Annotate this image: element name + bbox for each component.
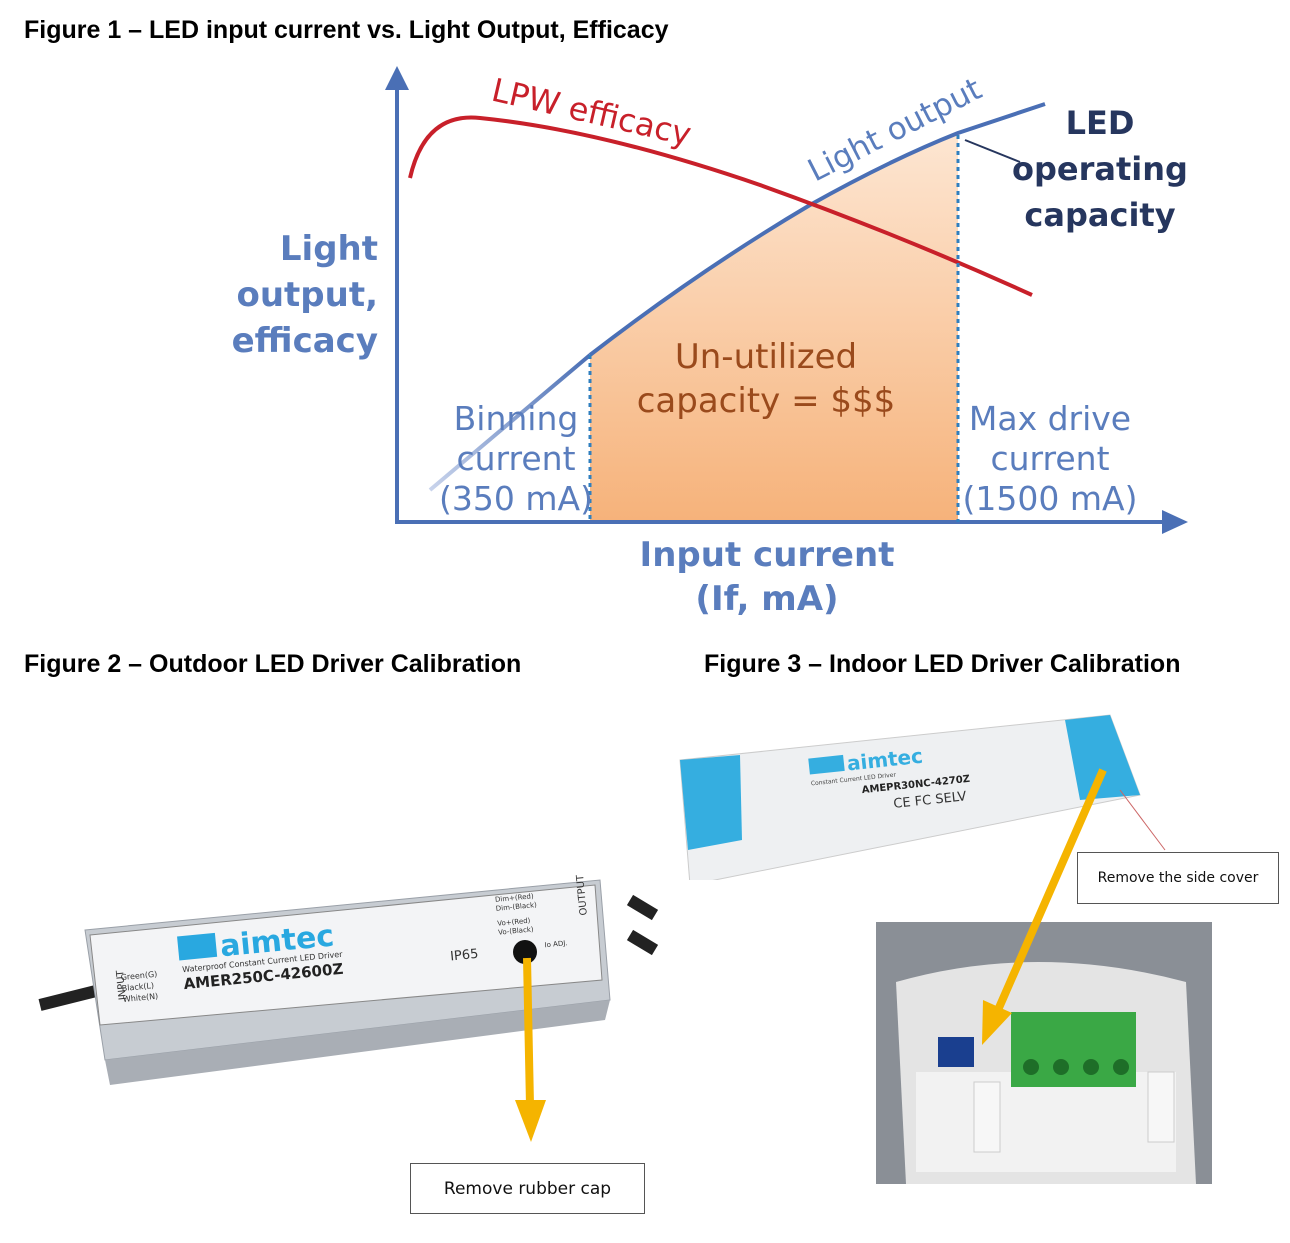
vo-minus: Vo-(Black)	[498, 925, 534, 936]
y-label-line3: efficacy	[232, 321, 378, 361]
binning-line1: Binning	[454, 399, 579, 438]
cable-left	[38, 894, 659, 1011]
y-axis-arrow	[385, 66, 409, 90]
vo-plus: Vo+(Red)	[497, 917, 531, 928]
wire-green: Green(G)	[120, 970, 157, 982]
max-drive-line3: (1500 mA)	[963, 479, 1138, 518]
input-label: INPUT	[115, 969, 129, 1001]
output-label: OUTPUT	[575, 873, 590, 916]
wire-white: White(N)	[122, 992, 158, 1004]
binning-line3: (350 mA)	[439, 479, 593, 518]
figure2-title: Figure 2 – Outdoor LED Driver Calibratio…	[24, 650, 522, 678]
ip-rating: IP65	[450, 947, 480, 965]
figure1-diagram: LPW efficacy Light output LED operating …	[232, 66, 1188, 619]
x-axis-arrow	[1162, 510, 1188, 534]
binning-line2: current	[456, 439, 575, 478]
y-label-line1: Light	[280, 229, 378, 269]
efficacy-curve	[408, 115, 1033, 297]
wire-black: Black(L)	[121, 981, 154, 993]
rubber-cap	[513, 940, 537, 964]
operating-capacity-line1: LED	[1066, 104, 1135, 142]
unutilized-line1: Un-utilized	[675, 337, 857, 377]
light-output-curve-low	[428, 353, 592, 492]
outdoor-driver-photo: aimtec Waterproof Constant Current LED D…	[38, 873, 659, 1085]
light-output-curve	[588, 102, 1046, 357]
io-adj-label: Io ADJ.	[544, 939, 568, 949]
unutilized-line2: capacity = $$$	[637, 381, 896, 421]
x-label-line2: (If, mA)	[695, 579, 838, 619]
indoor-driver-photo: aimtec Constant Current LED Driver AMEPR…	[679, 714, 1141, 880]
driver-inside-photo	[876, 922, 1212, 1184]
potentiometer	[938, 1037, 974, 1067]
max-drive-line2: current	[990, 439, 1109, 478]
side-cover-callout: Remove the side cover	[1077, 852, 1279, 904]
operating-capacity-pointer	[964, 139, 1021, 163]
dim-minus: Dim-(Black)	[495, 901, 537, 913]
y-label-line2: output,	[236, 275, 378, 315]
figure3-title: Figure 3 – Indoor LED Driver Calibration	[704, 650, 1181, 678]
x-label-line1: Input current	[640, 535, 895, 575]
figure1-title: Figure 1 – LED input current vs. Light O…	[24, 16, 669, 44]
efficacy-label: LPW efficacy	[488, 71, 695, 154]
unutilized-capacity-area	[590, 133, 958, 522]
terminal-block	[1011, 1012, 1136, 1087]
operating-capacity-line2: operating	[1012, 150, 1188, 188]
operating-capacity-line3: capacity	[1024, 196, 1175, 234]
dim-plus: Dim+(Red)	[495, 892, 535, 904]
max-drive-line1: Max drive	[969, 399, 1131, 438]
side-cover-left	[680, 755, 742, 850]
driver-label-plate	[89, 884, 603, 1026]
rubber-cap-callout: Remove rubber cap	[410, 1163, 645, 1214]
